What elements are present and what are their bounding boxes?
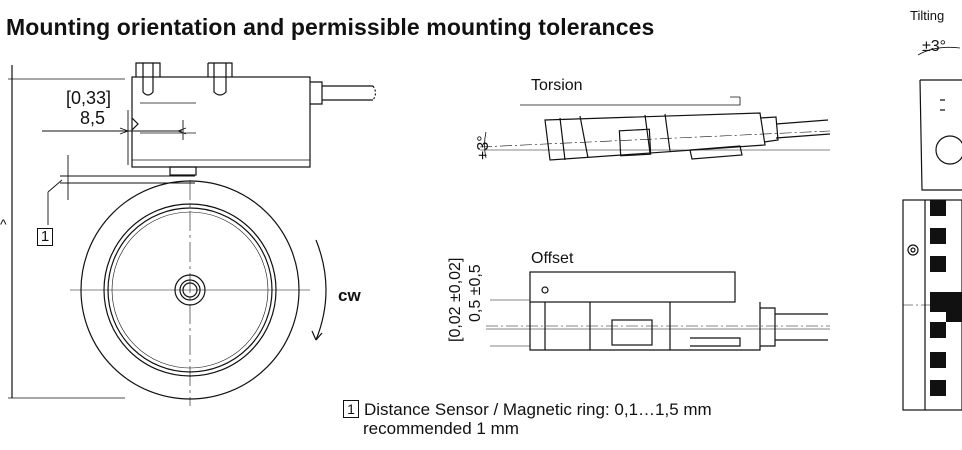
offset-bracket-dimension: [0,02 ±0,02] — [447, 257, 464, 342]
magnetic-ring — [70, 180, 310, 406]
torsion-angle: +3° — [475, 135, 492, 160]
cw-arrow — [311, 239, 327, 341]
torsion-label: Torsion — [531, 77, 583, 94]
offset-dimension: 0,5 ±0,5 — [467, 264, 484, 322]
legend-text-2: recommended 1 mm — [363, 419, 519, 438]
legend: 1 Distance Sensor / Magnetic ring: 0,1…1,… — [343, 400, 712, 438]
offset-label: Offset — [531, 250, 574, 267]
sensor-housing — [131, 62, 377, 176]
bracket-dimension: [0,33] — [66, 88, 112, 108]
tilting-angle: ±3° — [922, 38, 947, 55]
legend-number-box: 1 — [343, 400, 359, 418]
tilting-ring-magnets — [930, 200, 962, 396]
diameter-symbol-fragment: ^ — [0, 216, 7, 232]
dimension-8-5-line — [42, 110, 187, 165]
gap-indicator — [47, 155, 195, 225]
offset-view — [486, 271, 830, 351]
dimension-value: 8,5 — [80, 108, 106, 128]
legend-text-1: Distance Sensor / Magnetic ring: 0,1…1,5… — [364, 400, 712, 419]
torsion-view — [479, 96, 831, 161]
legend-line-1: 1 Distance Sensor / Magnetic ring: 0,1…1,… — [343, 400, 712, 419]
cw-label: cw — [338, 286, 361, 305]
tilting-label: Tilting — [910, 8, 945, 23]
callout-1-box: 1 — [37, 228, 53, 246]
overall-dimension-line — [8, 65, 125, 399]
page-title: Mounting orientation and permissible mou… — [6, 14, 655, 40]
